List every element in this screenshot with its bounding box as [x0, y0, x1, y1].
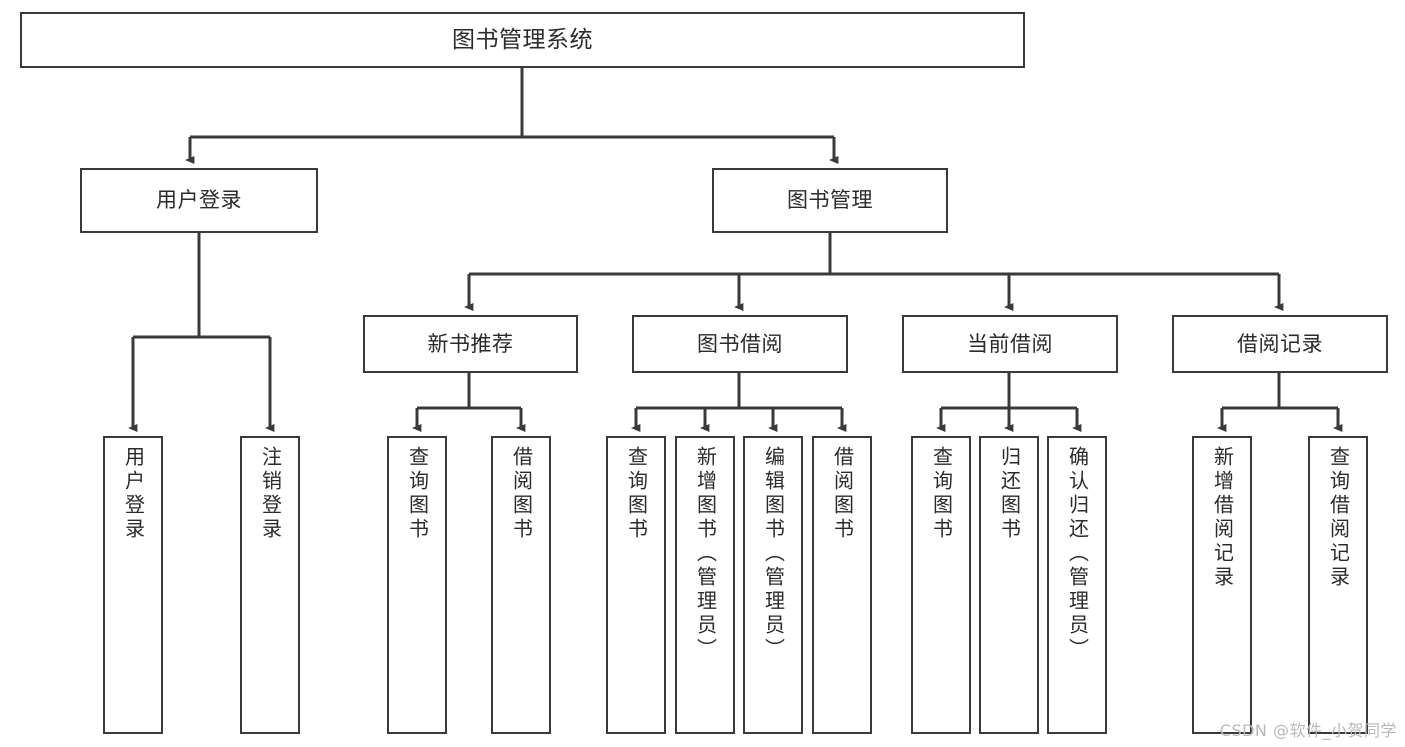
node-label: 当前借阅 [967, 331, 1053, 356]
watermark: CSDN @软件_小贺同学 [1219, 721, 1397, 740]
leaf-current-borrow-return-book[interactable]: 归还图书 [979, 436, 1039, 734]
leaf-book-borrow-query-book[interactable]: 查询图书 [606, 436, 666, 734]
node-label: 编辑图书（管理员） [761, 446, 786, 662]
leaf-book-borrow-edit-book-admin[interactable]: 编辑图书（管理员） [743, 436, 803, 734]
node-label: 查询图书 [405, 446, 430, 542]
leaf-current-borrow-confirm-return-admin[interactable]: 确认归还（管理员） [1047, 436, 1107, 734]
node-label: 图书管理 [787, 188, 873, 213]
node-label: 查询图书 [929, 446, 954, 542]
node-label: 查询借阅记录 [1326, 446, 1351, 590]
node-label: 图书借阅 [697, 331, 783, 356]
node-borrow-record[interactable]: 借阅记录 [1172, 315, 1388, 373]
node-root-book-management-system[interactable]: 图书管理系统 [20, 12, 1025, 68]
node-label: 注销登录 [258, 446, 283, 542]
leaf-user-login-logout[interactable]: 注销登录 [240, 436, 300, 734]
node-book-management[interactable]: 图书管理 [712, 168, 948, 233]
node-label: 用户登录 [121, 446, 146, 542]
node-new-book-recommendation[interactable]: 新书推荐 [363, 315, 578, 373]
node-label: 新增图书（管理员） [693, 446, 718, 662]
node-label: 借阅记录 [1237, 331, 1323, 356]
node-label: 借阅图书 [830, 446, 855, 542]
leaf-borrow-record-add-record[interactable]: 新增借阅记录 [1192, 436, 1252, 734]
node-label: 查询图书 [624, 446, 649, 542]
leaf-borrow-record-query-record[interactable]: 查询借阅记录 [1308, 436, 1368, 734]
node-book-borrow[interactable]: 图书借阅 [632, 315, 848, 373]
node-user-login[interactable]: 用户登录 [80, 168, 318, 233]
node-label: 用户登录 [156, 188, 242, 213]
leaf-book-borrow-add-book-admin[interactable]: 新增图书（管理员） [675, 436, 735, 734]
node-label: 图书管理系统 [452, 26, 593, 53]
leaf-new-book-borrow-book[interactable]: 借阅图书 [491, 436, 551, 734]
leaf-new-book-query-book[interactable]: 查询图书 [387, 436, 447, 734]
leaf-current-borrow-query-book[interactable]: 查询图书 [911, 436, 971, 734]
leaf-book-borrow-borrow-book[interactable]: 借阅图书 [812, 436, 872, 734]
node-label: 归还图书 [997, 446, 1022, 542]
leaf-user-login-login[interactable]: 用户登录 [103, 436, 163, 734]
node-label: 确认归还（管理员） [1065, 446, 1090, 662]
node-current-borrow[interactable]: 当前借阅 [902, 315, 1118, 373]
node-label: 新书推荐 [427, 331, 514, 356]
node-label: 借阅图书 [509, 446, 534, 542]
node-label: 新增借阅记录 [1210, 446, 1235, 590]
